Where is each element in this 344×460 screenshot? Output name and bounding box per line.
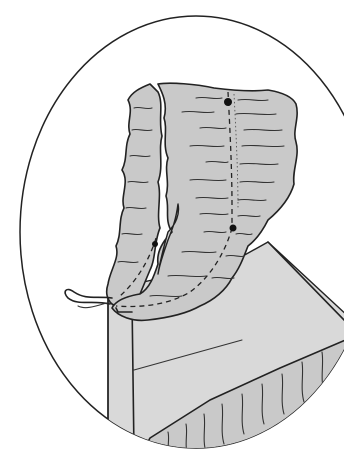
pin-head-top (224, 98, 232, 106)
pin-head-middle (230, 225, 237, 232)
pin-head-bottom (152, 241, 158, 247)
